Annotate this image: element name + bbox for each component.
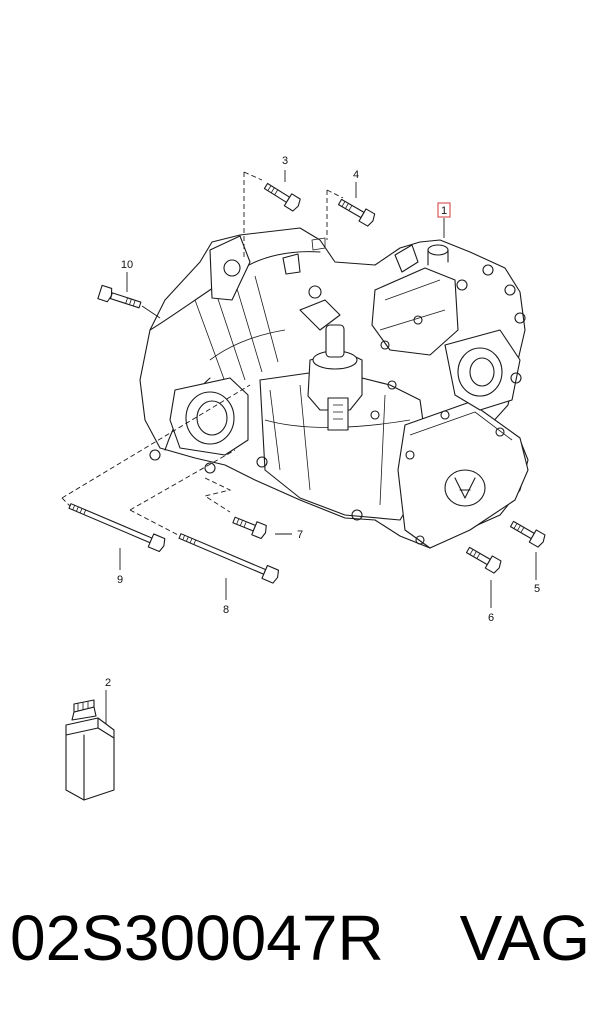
part-number: 02S300047R: [10, 902, 384, 974]
callout-2: 2: [105, 677, 111, 689]
bolt-9: [68, 503, 166, 553]
oil-bottle: [65, 699, 115, 801]
bolt-7: [232, 516, 267, 540]
leader-lines: [61, 170, 537, 730]
callout-1: 1: [441, 205, 447, 217]
gearbox-housing: [139, 227, 529, 549]
bolt-5: [509, 520, 546, 548]
bolt-10: [97, 284, 142, 309]
callout-1-highlight: [437, 202, 451, 218]
callouts: 1 2 3 4 5 6 7 8 9 10: [105, 155, 540, 689]
bolt-3: [263, 182, 301, 212]
callout-7: 7: [297, 529, 303, 541]
bolt-8: [178, 533, 280, 584]
bolt-6: [465, 546, 502, 574]
callout-6: 6: [488, 612, 494, 624]
callout-3: 3: [282, 155, 288, 167]
callout-8: 8: [223, 604, 229, 616]
bolt-4: [337, 198, 376, 227]
callout-5: 5: [534, 583, 540, 595]
callout-10: 10: [121, 259, 133, 271]
footer-caption: 02S300047R VAG: [10, 898, 590, 978]
brand-label: VAG: [459, 902, 590, 974]
callout-4: 4: [353, 169, 359, 181]
callout-9: 9: [117, 574, 123, 586]
